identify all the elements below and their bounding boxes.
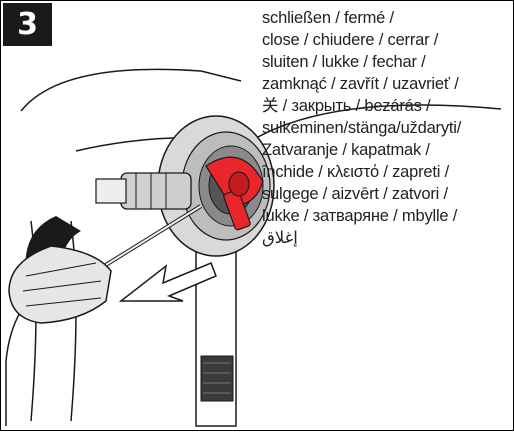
- step-number-badge: 3: [3, 3, 52, 46]
- instruction-line: sluiten / lukke / fechar /: [262, 51, 514, 73]
- instruction-line: schließen / fermé /: [262, 7, 514, 29]
- instruction-line: close / chiudere / cerrar /: [262, 29, 514, 51]
- instruction-line: zamknąć / zavřít / uzavrieť /: [262, 73, 514, 95]
- multilingual-instruction: schließen / fermé / close / chiudere / c…: [262, 7, 514, 249]
- instruction-line: sulgege / aizvērt / zatvori /: [262, 183, 514, 205]
- instruction-line: închide / κλειστό / zapreti /: [262, 161, 514, 183]
- instruction-line: إغلاق: [262, 227, 514, 249]
- instruction-line: 关 / закрыть / bezárás /: [262, 95, 514, 117]
- screwdriver-icon: [9, 206, 201, 323]
- instruction-line: sulkeminen/stänga/uždaryti/: [262, 117, 514, 139]
- instruction-line: Zatvaranje / kapatmak /: [262, 139, 514, 161]
- instruction-line: lukke / затваряне / mbylle /: [262, 205, 514, 227]
